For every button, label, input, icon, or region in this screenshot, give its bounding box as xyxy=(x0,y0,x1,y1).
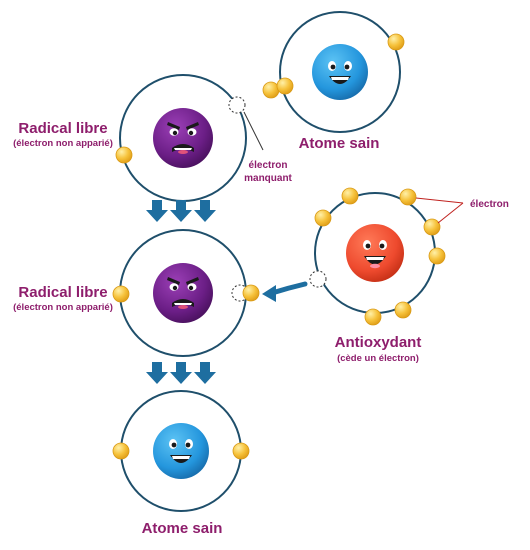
down-arrows-top xyxy=(146,200,216,222)
electron xyxy=(394,301,412,319)
label-missing-1: électron xyxy=(249,160,288,171)
electron xyxy=(428,247,446,265)
angry-face-icon xyxy=(153,108,213,168)
electron xyxy=(314,209,332,227)
healthy-face-icon xyxy=(312,44,368,100)
label-radical-top-sub: (électron non apparié) xyxy=(13,138,113,149)
missing-electron-slot xyxy=(228,96,246,114)
label-healthy-bottom: Atome sain xyxy=(142,520,223,537)
electron xyxy=(387,33,405,51)
curved-arrow-icon xyxy=(262,281,308,302)
antioxidant-atom xyxy=(309,187,446,326)
electron xyxy=(341,187,359,205)
label-missing-2: manquant xyxy=(244,173,292,184)
electron xyxy=(276,77,294,95)
down-arrow-icon xyxy=(146,200,168,222)
label-radical-middle: Radical libre xyxy=(18,284,107,301)
electron xyxy=(112,285,130,303)
healthy-face-icon xyxy=(153,423,209,479)
electron-pointer-lines xyxy=(415,197,464,224)
down-arrow-icon xyxy=(170,362,192,384)
antioxidant-face-icon xyxy=(346,224,404,282)
electron xyxy=(262,81,280,99)
label-antioxidant: Antioxydant xyxy=(335,334,422,351)
down-arrow-icon xyxy=(146,362,168,384)
down-arrow-icon xyxy=(194,200,216,222)
electron xyxy=(399,188,417,206)
missing-electron-pointer xyxy=(243,111,264,151)
electron xyxy=(115,146,133,164)
top-healthy-atom xyxy=(262,11,405,133)
missing-electron-slot xyxy=(309,270,327,288)
label-antioxidant-sub: (cède un électron) xyxy=(337,353,419,364)
top-radical-atom xyxy=(115,74,264,202)
label-electron: électron xyxy=(470,199,509,210)
electron xyxy=(112,442,130,460)
middle-radical-atom xyxy=(112,229,260,357)
label-healthy-top: Atome sain xyxy=(299,135,380,152)
down-arrows-bottom xyxy=(146,362,216,384)
orbit xyxy=(279,11,401,133)
electron xyxy=(232,442,250,460)
angry-face-icon xyxy=(153,263,213,323)
down-arrow-icon xyxy=(170,200,192,222)
label-radical-top: Radical libre xyxy=(18,120,107,137)
bottom-healthy-atom xyxy=(112,390,250,512)
label-radical-middle-sub: (électron non apparié) xyxy=(13,302,113,313)
down-arrow-icon xyxy=(194,362,216,384)
electron xyxy=(364,308,382,326)
electron xyxy=(423,218,441,236)
donated-electron xyxy=(242,284,260,302)
